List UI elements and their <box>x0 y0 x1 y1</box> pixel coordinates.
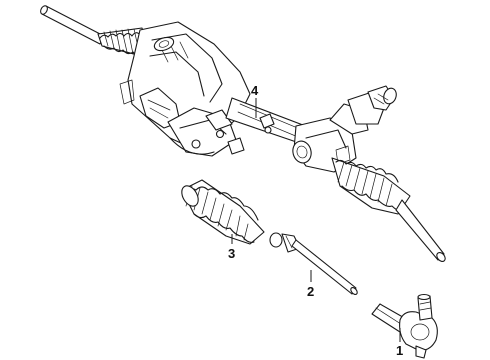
callout-3: 3 <box>228 234 235 261</box>
left-inner-rod <box>40 5 105 45</box>
right-inner-rod <box>395 199 446 262</box>
callout-1: 1 <box>396 328 403 358</box>
callout-3-label: 3 <box>228 246 235 261</box>
right-bellows-boot <box>331 157 411 215</box>
bellows-boot-part <box>181 179 265 245</box>
pinion-valve-housing <box>292 85 397 173</box>
rack-housing <box>119 21 251 157</box>
tie-rod-part <box>269 232 358 296</box>
callout-4: 4 <box>251 83 259 118</box>
callout-2: 2 <box>307 270 314 299</box>
tie-rod-end-part <box>371 293 438 359</box>
callout-4-label: 4 <box>251 83 259 98</box>
steering-gear-assembly <box>40 5 446 262</box>
callout-1-label: 1 <box>396 343 403 358</box>
callout-2-label: 2 <box>307 284 314 299</box>
